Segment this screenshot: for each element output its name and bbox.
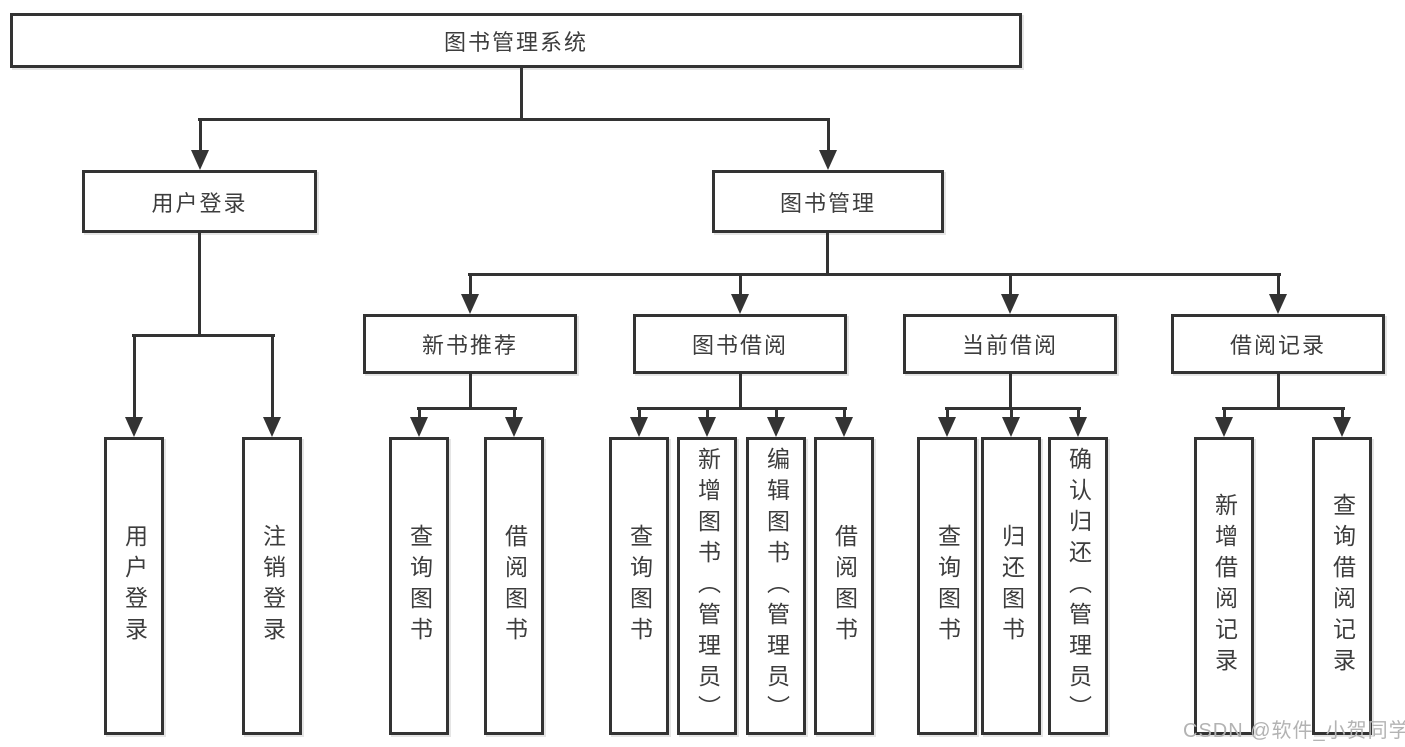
arrow-down-icon bbox=[698, 407, 716, 437]
arrow-down-icon bbox=[767, 407, 785, 437]
connector-line bbox=[468, 273, 1281, 276]
arrow-down-icon bbox=[505, 407, 523, 437]
connector-line bbox=[739, 374, 742, 407]
connector-line bbox=[417, 407, 517, 410]
arrow-down-icon bbox=[1002, 407, 1020, 437]
arrow-down-icon bbox=[1215, 407, 1233, 437]
leaf-query-books-recommend: 查询图书 bbox=[389, 437, 449, 735]
connector-line bbox=[132, 334, 275, 337]
arrow-down-icon bbox=[461, 273, 479, 314]
arrow-down-icon bbox=[1269, 273, 1287, 314]
arrow-down-icon bbox=[263, 334, 281, 437]
leaf-borrow-books-recommend: 借阅图书 bbox=[484, 437, 544, 735]
arrow-down-icon bbox=[819, 118, 837, 170]
leaf-query-books-borrow: 查询图书 bbox=[609, 437, 669, 735]
leaf-user-login: 用户登录 bbox=[104, 437, 164, 735]
leaf-edit-books-admin: 编辑图书（管理员） bbox=[746, 437, 806, 735]
node-book-borrowing: 图书借阅 bbox=[633, 314, 847, 374]
arrow-down-icon bbox=[630, 407, 648, 437]
node-current-borrowing: 当前借阅 bbox=[903, 314, 1117, 374]
node-library-system: 图书管理系统 bbox=[10, 13, 1022, 68]
connector-line bbox=[826, 233, 829, 273]
node-user-login: 用户登录 bbox=[82, 170, 317, 233]
connector-line bbox=[637, 407, 847, 410]
arrow-down-icon bbox=[938, 407, 956, 437]
arrow-down-icon bbox=[1069, 407, 1087, 437]
connector-line bbox=[1277, 374, 1280, 407]
arrow-down-icon bbox=[125, 334, 143, 437]
node-new-book-recommendation: 新书推荐 bbox=[363, 314, 577, 374]
arrow-down-icon bbox=[835, 407, 853, 437]
node-borrowing-records: 借阅记录 bbox=[1171, 314, 1385, 374]
arrow-down-icon bbox=[191, 118, 209, 170]
leaf-logout: 注销登录 bbox=[242, 437, 302, 735]
leaf-confirm-return-admin: 确认归还（管理员） bbox=[1048, 437, 1108, 735]
connector-line bbox=[1009, 374, 1012, 407]
connector-line bbox=[198, 233, 201, 335]
arrow-down-icon bbox=[1001, 273, 1019, 314]
leaf-return-books: 归还图书 bbox=[981, 437, 1041, 735]
connector-line bbox=[945, 407, 1081, 410]
leaf-add-borrow-record: 新增借阅记录 bbox=[1194, 437, 1254, 735]
connector-line bbox=[198, 118, 830, 121]
leaf-query-books-current: 查询图书 bbox=[917, 437, 977, 735]
leaf-query-borrow-record: 查询借阅记录 bbox=[1312, 437, 1372, 735]
arrow-down-icon bbox=[410, 407, 428, 437]
watermark-text: CSDN @软件_小贺同学 bbox=[1183, 720, 1405, 742]
connector-line bbox=[520, 68, 523, 118]
node-book-management: 图书管理 bbox=[712, 170, 944, 233]
arrow-down-icon bbox=[1333, 407, 1351, 437]
leaf-add-books-admin: 新增图书（管理员） bbox=[677, 437, 737, 735]
leaf-borrow-books-borrow: 借阅图书 bbox=[814, 437, 874, 735]
arrow-down-icon bbox=[731, 273, 749, 314]
connector-line bbox=[1222, 407, 1345, 410]
connector-line bbox=[469, 374, 472, 407]
